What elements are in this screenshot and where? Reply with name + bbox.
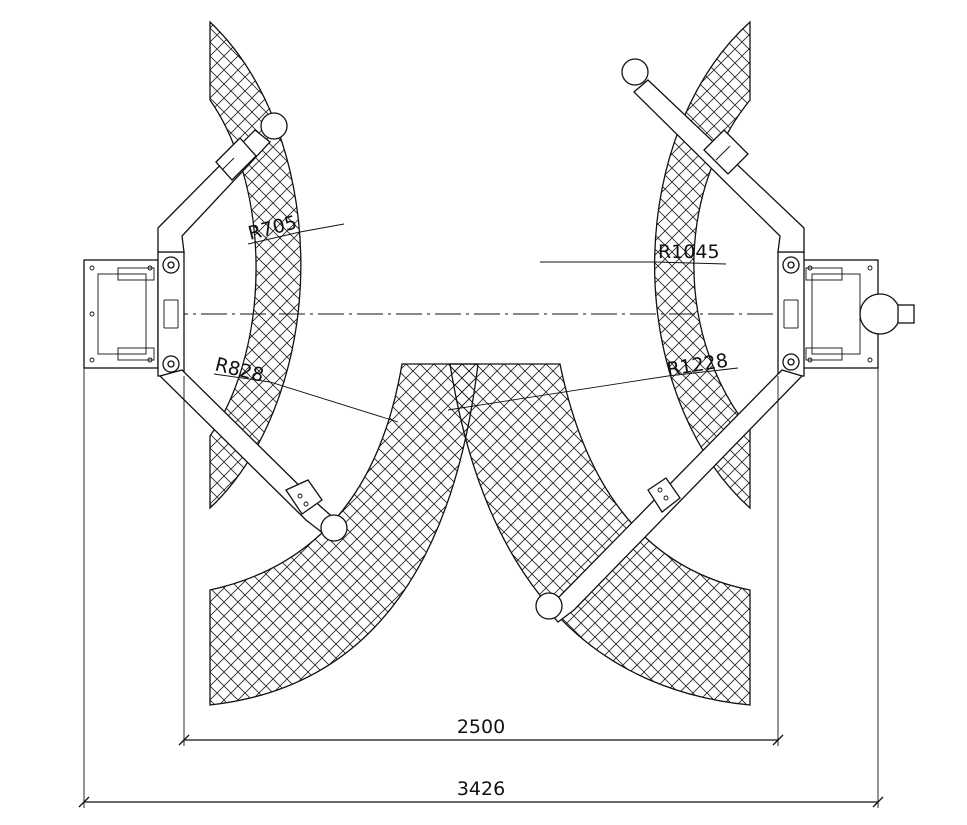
right-upper-arm [633, 79, 805, 253]
left-lower-arm-pad [320, 514, 348, 542]
right-upper-arm-pad [621, 58, 649, 86]
radius-label-r1045: R1045 [658, 241, 720, 263]
right-lower-arm-pad [535, 592, 563, 620]
dimensions: 2500 3426 [78, 368, 884, 808]
left-upper-arm-pad [260, 112, 288, 140]
swing-zone-left-upper [209, 20, 302, 510]
swing-zone-right-upper [654, 20, 751, 510]
dimension-label-3426: 3426 [457, 778, 505, 800]
left-column [83, 112, 348, 542]
left-base-plate [83, 259, 159, 369]
dimension-label-2500: 2500 [457, 716, 505, 738]
right-column [535, 58, 915, 623]
radius-annotations: R705 R828 R1045 R1228 [213, 212, 739, 423]
swing-zone-right-lower [449, 363, 751, 706]
motor-unit [859, 293, 901, 335]
